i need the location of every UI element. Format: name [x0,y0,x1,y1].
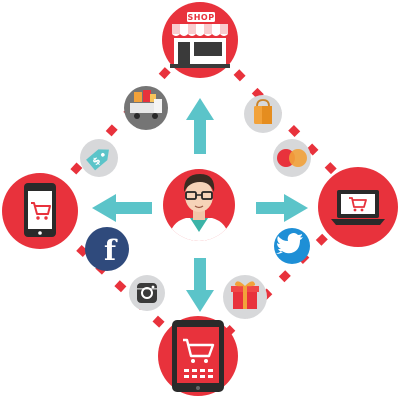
storefront-icon: SHOP [170,12,230,68]
satellite-price-tag: $ [80,139,118,177]
satellite-delivery [124,86,168,130]
center-avatar [163,169,235,241]
node-laptop [318,167,398,247]
arrow-left [92,194,152,222]
satellite-payment [273,139,311,177]
facebook-icon: f [104,234,118,267]
arrow-up [186,98,214,154]
shop-sign-label: SHOP [187,13,214,22]
twitter-bird-icon [276,233,303,254]
node-mobile [2,173,78,249]
person-with-glasses-icon [168,174,230,241]
arrow-down [186,258,214,312]
satellite-shopping-bag [244,95,282,133]
arrow-right [256,194,308,222]
mastercard-icon [277,149,307,167]
instagram-icon [137,283,157,303]
satellite-instagram [129,275,165,311]
smartphone-cart-icon [24,183,56,237]
tablet-cart-icon [172,320,224,392]
satellite-gift [223,275,267,319]
node-shop: SHOP [162,2,238,78]
delivery-truck-icon [130,90,162,119]
shopping-bag-icon [254,99,272,124]
laptop-cart-icon [331,190,385,225]
arrows [92,98,308,312]
price-tag-icon: $ [86,149,109,171]
satellite-twitter [274,228,310,264]
gift-box-icon [231,281,259,309]
node-tablet [158,316,238,396]
satellite-facebook: f [85,227,129,271]
